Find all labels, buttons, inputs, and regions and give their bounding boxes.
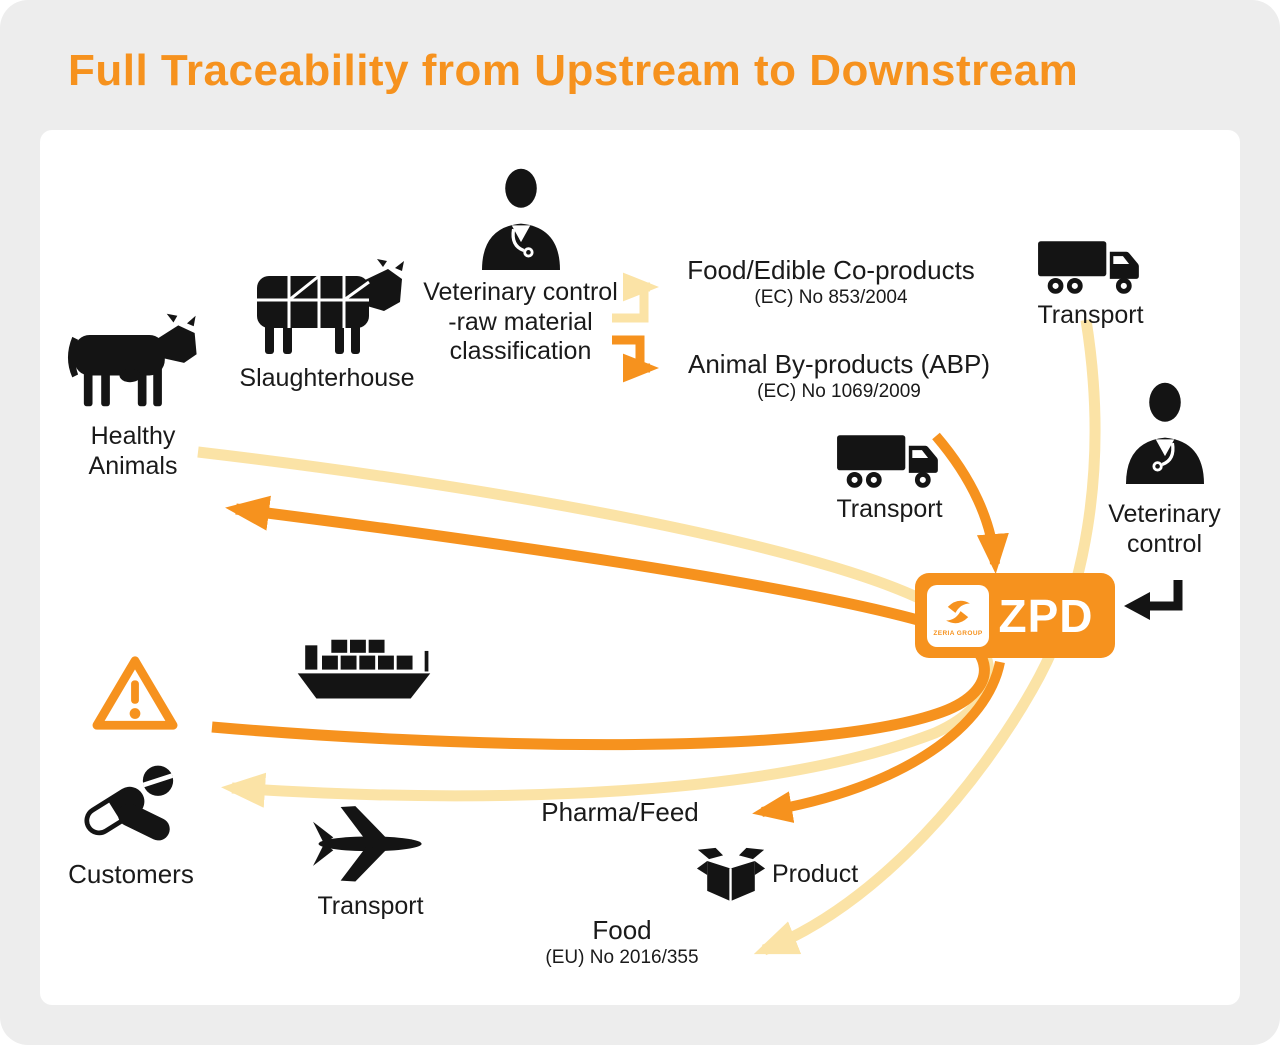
node-product xyxy=(696,846,766,904)
label-line: Veterinary xyxy=(1108,500,1221,528)
arrow-to-abp xyxy=(612,335,659,383)
node-transport-air: Transport xyxy=(303,796,438,922)
label-line: Healthy xyxy=(90,422,176,450)
zpd-label: ZPD xyxy=(998,589,1094,642)
truck-icon xyxy=(836,435,938,488)
transport-air-label: Transport xyxy=(317,892,424,920)
node-healthy-animals: Healthy Animals xyxy=(58,308,208,481)
node-customers: Customers xyxy=(56,758,206,890)
warning-icon xyxy=(92,656,178,730)
enter-arrow-icon xyxy=(1124,580,1183,620)
transport-middle-label: Transport xyxy=(836,495,943,523)
zpd-hub: ZERIA GROUP ZPD xyxy=(915,573,1115,658)
food-subtitle: (EU) No 2016/355 xyxy=(545,946,699,968)
slaughterhouse-label: Slaughterhouse xyxy=(239,364,415,392)
node-food: Food (EU) No 2016/355 xyxy=(532,915,712,971)
veterinary-classification-label: Veterinary control -raw material classif… xyxy=(423,278,618,367)
node-food-edible: Food/Edible Co-products (EC) No 853/2004 xyxy=(685,255,977,311)
transport-top-label: Transport xyxy=(1037,301,1144,329)
veterinarian-icon xyxy=(481,168,560,270)
node-animal-byproducts: Animal By-products (ABP) (EC) No 1069/20… xyxy=(685,349,993,405)
label-line: -raw material xyxy=(448,307,593,336)
arrow-traceback-to-animals xyxy=(211,495,990,751)
pills-icon xyxy=(84,765,174,841)
truck-icon xyxy=(1037,241,1139,294)
node-pharma-feed: Pharma/Feed xyxy=(530,797,710,828)
abp-title: Animal By-products (ABP) xyxy=(688,349,990,379)
healthy-animals-label: Healthy Animals xyxy=(58,422,208,481)
label-line: Veterinary control xyxy=(423,278,618,306)
ship-icon xyxy=(297,639,431,699)
arrow-transport-to-food xyxy=(753,319,1101,956)
cow-icon xyxy=(67,313,197,407)
node-transport-middle: Transport xyxy=(832,430,947,525)
zeria-group-label: ZERIA GROUP xyxy=(933,629,983,637)
food-title: Food xyxy=(592,915,652,945)
arrow-to-food-coproducts xyxy=(612,272,659,323)
pharma-feed-label: Pharma/Feed xyxy=(541,797,699,827)
node-recall-warning xyxy=(90,653,180,735)
veterinarian-icon xyxy=(1125,382,1204,484)
abp-subtitle: (EC) No 1069/2009 xyxy=(757,380,921,402)
food-edible-title: Food/Edible Co-products xyxy=(687,255,975,285)
food-edible-subtitle: (EC) No 853/2004 xyxy=(754,286,908,308)
veterinary-control-label: Veterinary control xyxy=(1092,500,1237,559)
arrow-transport-to-zpd xyxy=(932,432,1009,574)
label-line: control xyxy=(1126,529,1203,558)
node-slaughterhouse: Slaughterhouse xyxy=(237,258,417,394)
airplane-icon xyxy=(312,806,422,882)
product-label-wrap: Product xyxy=(772,860,892,890)
zeria-swirl-icon xyxy=(946,600,970,623)
node-veterinary-classification: Veterinary control -raw material classif… xyxy=(423,166,618,367)
label-line: Animals xyxy=(88,451,178,480)
node-veterinary-control: Veterinary control xyxy=(1092,380,1237,559)
product-label: Product xyxy=(772,860,859,888)
arrow-zpd-to-pharma-feed xyxy=(752,660,1005,823)
page-title: Full Traceability from Upstream to Downs… xyxy=(68,46,1079,95)
customers-label: Customers xyxy=(68,859,194,889)
box-icon xyxy=(696,847,766,902)
zeria-logo: ZERIA GROUP xyxy=(927,584,989,647)
node-transport-top: Transport xyxy=(1033,236,1148,331)
node-ship xyxy=(293,626,435,702)
butcher-cow-icon xyxy=(257,259,404,354)
label-line: classification xyxy=(449,337,592,365)
